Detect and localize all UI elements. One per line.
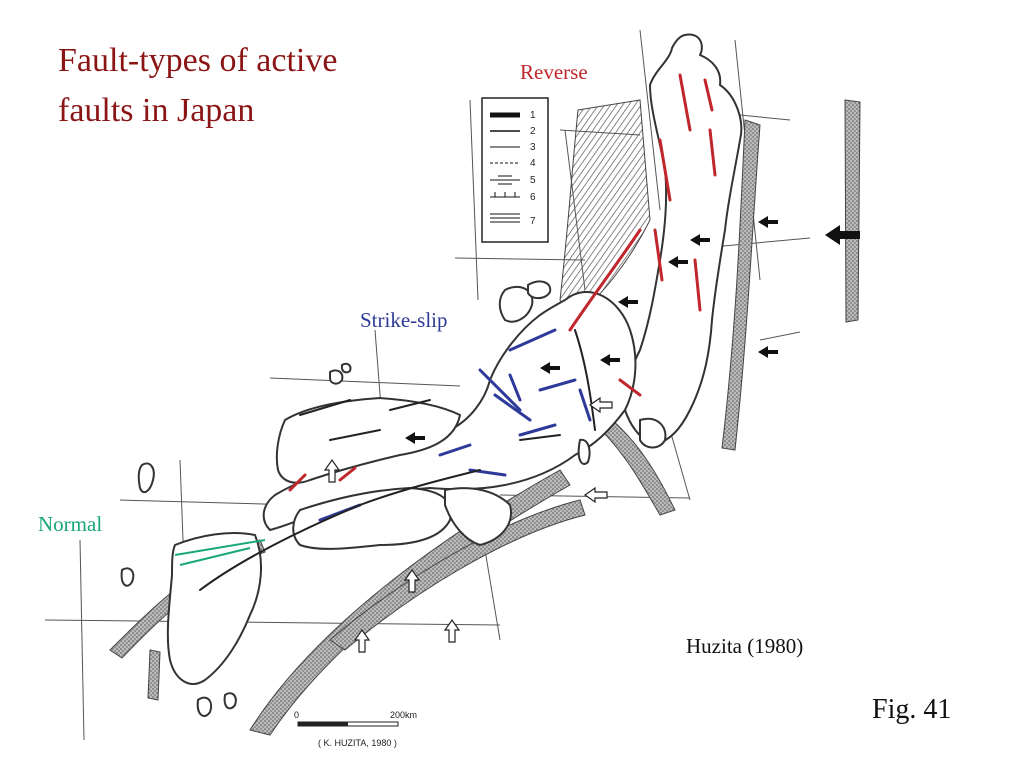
reverse-fault-line: [708, 128, 717, 177]
median-tectonic-line: [199, 469, 481, 591]
nankai-band-1: [249, 469, 571, 736]
kii-peninsula-outline: [444, 487, 512, 546]
legend-symbols: [490, 112, 520, 223]
arrow-icon: [690, 234, 710, 246]
izu-band: [589, 409, 676, 516]
shikoku-outline: [292, 487, 452, 550]
legend-num-5: 5: [530, 175, 536, 186]
reverse-fault-line: [653, 228, 664, 282]
japan-islands: [120, 33, 743, 717]
reverse-fault-line: [678, 73, 692, 132]
legend-symbol-6-icon: [490, 192, 520, 198]
title-line-1: Fault-types of active: [58, 42, 338, 79]
trench-bands: [109, 99, 861, 736]
fault-line: [389, 399, 431, 411]
izu-peninsula-outline: [577, 438, 591, 465]
strike-slip-label: Strike-slip: [360, 308, 448, 332]
eastern-margin-hatched-zone: [559, 99, 651, 321]
japan-trench-band: [721, 119, 761, 451]
reverse-fault-line: [703, 78, 714, 112]
arrow-icon: [758, 216, 778, 228]
citation: Huzita (1980): [686, 634, 804, 658]
scale-bar: 0 200km ( K. HUZITA, 1980 ): [294, 710, 417, 748]
hollow-arrow-icon: [323, 458, 341, 483]
legend-num-6: 6: [530, 192, 536, 203]
scale-start: 0: [294, 710, 299, 720]
strike-slip-fault-line: [518, 423, 557, 437]
scale-credit: ( K. HUZITA, 1980 ): [318, 738, 397, 748]
kyushu-outline: [166, 532, 263, 685]
hollow-arrow-icon: [588, 396, 613, 414]
normal-fault-line: [179, 547, 251, 566]
fault-line: [299, 399, 351, 416]
legend-num-3: 3: [530, 142, 536, 153]
strike-slip-fault-line: [508, 373, 522, 402]
strike-slip-fault-line: [578, 388, 592, 422]
page-title: Fault-types of active faults in Japan: [58, 36, 337, 136]
chugoku-outline: [275, 397, 461, 484]
arrow-icon: [540, 362, 560, 374]
title-line-2: faults in Japan: [58, 92, 255, 129]
legend-symbol-7-icon: [490, 213, 520, 223]
legend-symbol-5-icon: [490, 175, 520, 185]
arrow-icon: [618, 296, 638, 308]
normal-fault-line: [174, 539, 266, 556]
large-arrow-icon: [825, 225, 860, 245]
black-fault-lines: [199, 329, 596, 591]
oki-island-outline: [329, 369, 344, 385]
outer-trench-band: [844, 99, 861, 323]
arrow-icon: [405, 432, 425, 444]
reverse-fault-line: [288, 473, 307, 492]
reverse-fault-line: [658, 138, 672, 202]
normal-label: Normal: [38, 512, 103, 536]
sado-island-outline: [527, 280, 552, 300]
strike-slip-fault-line: [438, 443, 472, 457]
itoigawa-shizuoka-line: [574, 329, 596, 431]
strike-slip-fault-line: [478, 368, 522, 412]
legend-num-4: 4: [530, 158, 536, 169]
fault-line: [519, 434, 561, 441]
reverse-fault-line: [693, 258, 702, 312]
compression-arrows: [405, 216, 860, 444]
noto-peninsula-outline: [498, 285, 534, 323]
reverse-fault-line: [618, 378, 642, 397]
strike-slip-fault-line: [538, 378, 577, 392]
goto-islands-outline: [120, 567, 135, 587]
tsushima-outline: [137, 462, 155, 494]
legend-numbers: 1 2 3 4 5 6 7: [530, 110, 536, 227]
reverse-fault-line: [338, 466, 357, 482]
nankai-band-2: [329, 499, 586, 651]
reverse-label: Reverse: [520, 60, 588, 84]
yakushima-outline: [223, 692, 237, 710]
tanegashima-outline: [196, 696, 212, 717]
normal-faults: [174, 539, 266, 566]
legend-num-1: 1: [530, 110, 536, 121]
arrow-icon: [600, 354, 620, 366]
hollow-arrow-icon: [443, 618, 461, 643]
hollow-arrow-icon: [403, 568, 421, 593]
small-island-1: [340, 362, 352, 374]
hollow-arrows: [323, 396, 613, 653]
legend-box: 1 2 3 4 5 6 7: [481, 97, 549, 243]
legend-num-7: 7: [530, 216, 536, 227]
arrow-icon: [758, 346, 778, 358]
reverse-faults: [288, 73, 717, 492]
legend-num-2: 2: [530, 126, 536, 137]
boso-peninsula-outline: [639, 417, 667, 449]
arrow-icon: [668, 256, 688, 268]
hollow-arrow-icon: [353, 628, 371, 653]
ryukyu-band: [147, 649, 161, 701]
scale-end: 200km: [390, 710, 417, 720]
strike-slip-fault-line: [493, 393, 532, 422]
hollow-arrow-icon: [583, 486, 608, 504]
strike-slip-fault-line: [508, 328, 557, 352]
fault-line: [329, 429, 381, 441]
reverse-fault-line: [568, 228, 642, 332]
figure-number: Fig. 41: [872, 694, 952, 725]
